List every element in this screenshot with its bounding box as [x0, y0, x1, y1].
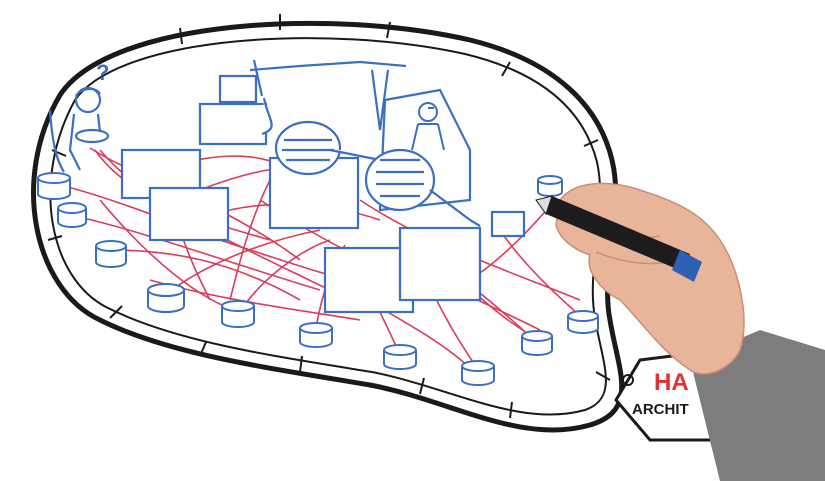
server-box-icon	[490, 210, 526, 238]
server-boxes	[120, 148, 526, 314]
hand-with-marker	[535, 182, 825, 481]
tractor-doodle	[274, 88, 481, 227]
database-cylinders	[37, 172, 599, 386]
database-cylinder-icon	[147, 283, 185, 313]
database-cylinder-icon	[567, 310, 599, 334]
server-box-icon	[148, 186, 230, 242]
bean-boundary-outline	[31, 20, 625, 433]
marker-tip	[535, 195, 553, 216]
database-cylinder-icon	[537, 175, 563, 197]
database-cylinder-icon	[221, 300, 255, 328]
server-box-icon	[323, 246, 415, 314]
server-box-icon	[398, 226, 482, 302]
database-cylinder-icon	[95, 240, 127, 268]
database-cylinder-icon	[383, 344, 417, 370]
database-cylinder-icon	[521, 330, 553, 356]
boundary-ticks	[47, 14, 612, 419]
crane-doodle	[198, 59, 407, 146]
marker	[546, 196, 690, 272]
question-mark-doodle: ?	[96, 60, 109, 85]
database-cylinder-icon	[57, 202, 87, 228]
database-cylinder-icon	[37, 172, 71, 200]
driver-doodle	[411, 102, 445, 151]
tag-hole-icon	[622, 374, 634, 386]
computer-user-doodle	[48, 86, 110, 173]
database-cylinder-icon	[299, 322, 333, 348]
tag-subtitle: ARCHIT	[632, 401, 689, 418]
marker-cap	[672, 250, 702, 282]
database-cylinder-icon	[461, 360, 495, 386]
tag-title: HA	[654, 369, 689, 396]
